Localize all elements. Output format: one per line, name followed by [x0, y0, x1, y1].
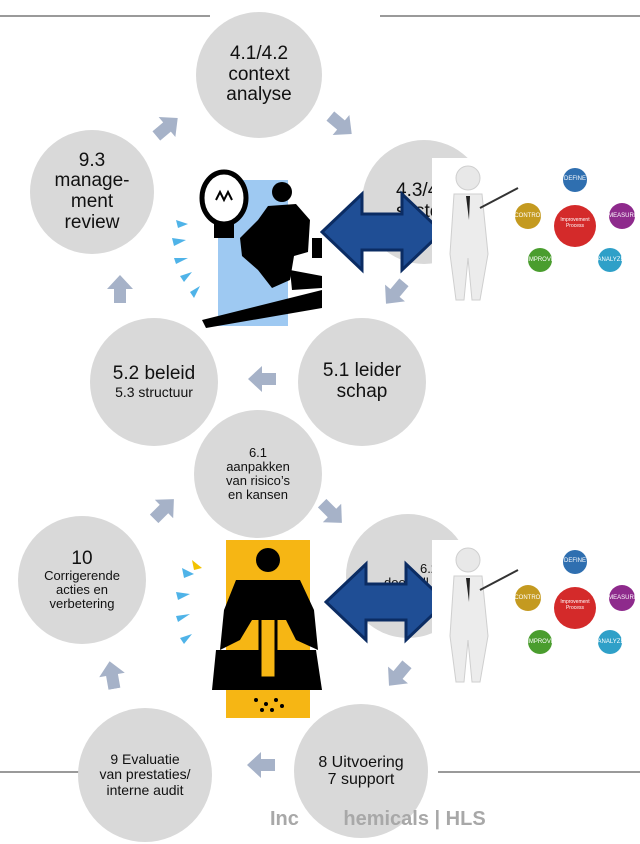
arrow-icon — [247, 752, 275, 778]
double-arrow-icon — [323, 560, 449, 644]
node-text: 8 Uitvoering — [318, 753, 404, 771]
bottom-rule-right — [438, 771, 640, 773]
arrow-icon — [97, 659, 127, 691]
node-management-review: 9.3 manage- ment review — [30, 130, 154, 254]
dmaic-define: DEFINE — [563, 558, 586, 564]
node-text: 10 — [71, 547, 93, 569]
arrow-icon — [148, 108, 186, 146]
node-text: verbetering — [49, 596, 115, 612]
lightbulb-icon — [172, 160, 328, 330]
arrow-icon — [376, 274, 414, 312]
node-risicos: 6.1 aanpakken van risico’s en kansen — [194, 410, 322, 538]
node-text: review — [64, 211, 120, 233]
node-text: 9.3 — [78, 149, 106, 171]
node-text: 6.1 — [248, 444, 268, 460]
node-text: analyse — [226, 84, 292, 106]
node-text: 7 support — [327, 771, 395, 788]
dmaic-measure: MEASURE — [608, 213, 638, 219]
presenter-icon — [449, 165, 519, 301]
dmaic-control: CONTROL — [514, 213, 544, 219]
presenter-image-top: DEFINE MEASURE ANALYZE IMPROVE CONTROL I… — [432, 158, 640, 306]
dmaic-center: Improvement Process — [557, 217, 593, 229]
dmaic-control: CONTROL — [514, 595, 544, 601]
node-text: 4.3/4 — [396, 180, 439, 202]
node-corrigerende: 10 Corrigerende acties en verbetering — [18, 516, 146, 644]
node-text: manage- — [54, 170, 130, 192]
double-arrow-icon — [319, 190, 445, 274]
presenter-icon — [449, 547, 519, 683]
node-text: en kansen — [228, 487, 288, 503]
node-text: Corrigerende — [44, 568, 120, 584]
arrow-icon — [248, 366, 276, 392]
node-context-analyse: 4.1/4.2 context analyse — [196, 12, 322, 138]
top-rule-left — [0, 15, 210, 17]
node-text: van risico’s — [225, 473, 291, 488]
arrow-icon — [107, 275, 133, 303]
dmaic-improve: IMPROVE — [527, 639, 555, 645]
dmaic-center-line: Improvement — [560, 217, 590, 223]
arrow-icon — [322, 106, 360, 144]
dmaic-analyze: ANALYZE — [597, 257, 625, 263]
bottom-rule-left — [0, 771, 82, 773]
dmaic-center: Improvement Process — [557, 599, 593, 611]
dmaic-improve: IMPROVE — [527, 257, 555, 263]
node-leiderschap: 5.1 leider schap — [298, 318, 426, 446]
dmaic-center-line: Process — [565, 222, 585, 229]
node-uitvoering: 8 Uitvoering 7 support — [294, 704, 428, 838]
node-beleid: 5.2 beleid 5.3 structuur — [90, 318, 218, 446]
dmaic-analyze: ANALYZE — [597, 639, 625, 645]
arrow-icon — [313, 494, 351, 532]
node-text: van prestaties/ — [99, 766, 191, 783]
node-text: context — [228, 63, 290, 85]
dmaic-center-line: Improvement — [560, 599, 590, 605]
node-text: acties en — [55, 582, 109, 598]
node-text: schap — [336, 381, 388, 402]
node-text: 5.3 structuur — [115, 383, 193, 400]
presenter-image-bottom: DEFINE MEASURE ANALYZE IMPROVE CONTROL I… — [432, 540, 640, 688]
node-text: 4.1/4.2 — [229, 43, 289, 65]
arrow-icon — [379, 656, 417, 694]
node-text: 5.2 beleid — [112, 363, 196, 385]
node-text: aanpakken — [226, 458, 290, 474]
node-evaluatie: 9 Evaluatie van prestaties/ interne audi… — [78, 708, 212, 842]
node-text: 5.1 leider — [322, 360, 402, 382]
top-rule-right — [380, 15, 640, 17]
node-text: interne audit — [106, 781, 184, 798]
arrow-icon — [145, 490, 183, 528]
dmaic-center-line: Process — [565, 604, 585, 611]
dmaic-define: DEFINE — [563, 176, 586, 182]
dmaic-measure: MEASURE — [608, 595, 638, 601]
footer-text: Inc hemicals | HLS — [270, 808, 486, 830]
node-text: 9 Evaluatie — [110, 751, 180, 768]
jackhammer-icon — [176, 540, 326, 718]
node-text: ment — [70, 191, 114, 212]
